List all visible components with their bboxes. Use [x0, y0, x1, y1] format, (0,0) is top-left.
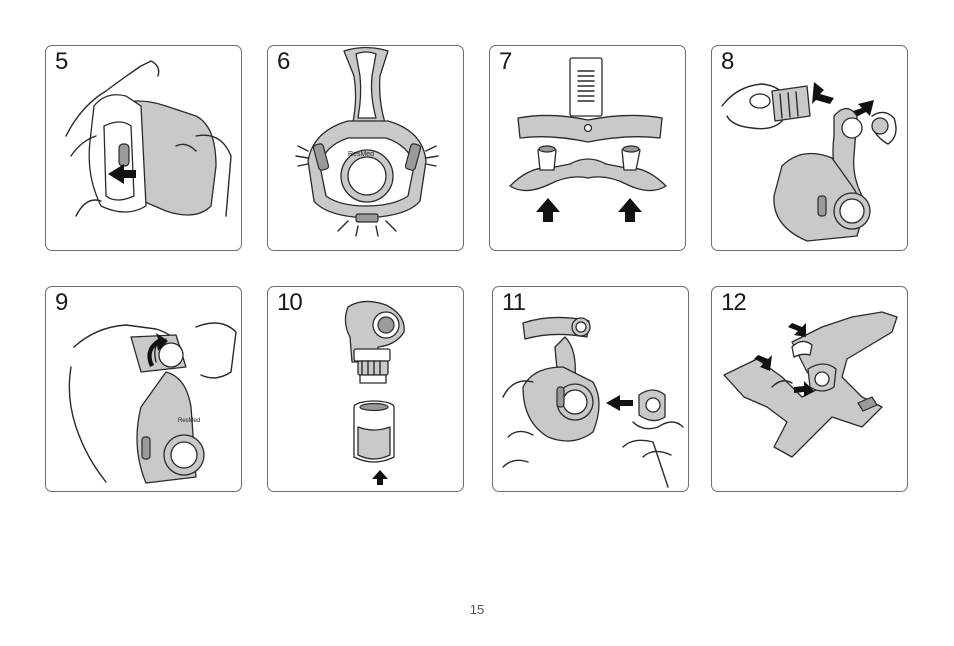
step-panel-9: 9 ResMed	[45, 286, 242, 492]
elbow-and-swivel-illustration	[268, 287, 464, 492]
page-number: 15	[0, 602, 954, 617]
inserting-elbow-into-frame-illustration	[493, 287, 689, 492]
headgear-connector-pillows-illustration	[490, 46, 686, 251]
step-panel-8: 8	[711, 45, 908, 251]
step-panel-6: 6 ResMed	[267, 45, 464, 251]
step-panel-5: 5	[45, 45, 242, 251]
brand-label: ResMed	[178, 418, 200, 424]
step-panel-10: 10	[267, 286, 464, 492]
attaching-elbow-illustration	[712, 46, 908, 251]
brand-label: ResMed	[348, 151, 374, 158]
mask-frame-clips-illustration: ResMed	[268, 46, 464, 251]
headgear-assembly-illustration	[712, 287, 908, 492]
step-panel-7: 7	[489, 45, 686, 251]
rotating-elbow-illustration: ResMed	[46, 287, 242, 492]
hand-inserting-cushion-illustration	[46, 46, 242, 251]
step-panel-11: 11	[492, 286, 689, 492]
step-panel-12: 12	[711, 286, 908, 492]
